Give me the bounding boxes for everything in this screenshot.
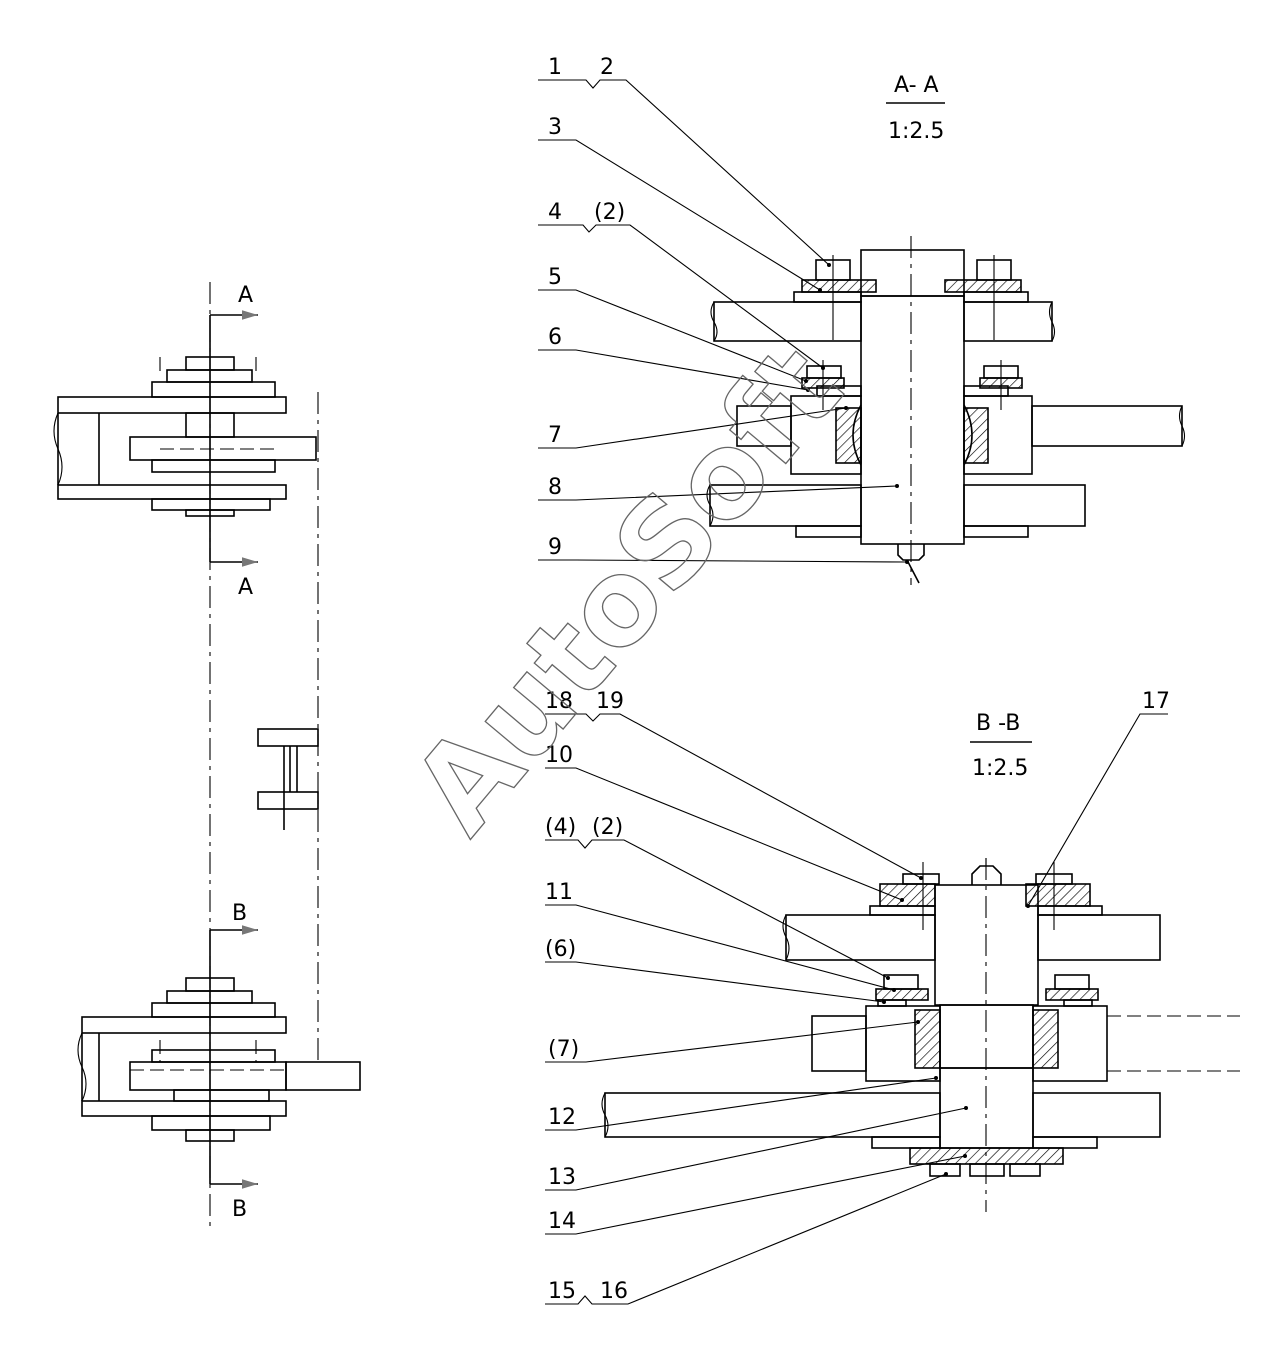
callout-1: 1 <box>548 55 562 80</box>
mark-a-bottom: A <box>238 575 253 600</box>
callout-7: 7 <box>548 423 562 448</box>
section-aa-leaders <box>538 79 909 564</box>
callout-9: 9 <box>548 535 562 560</box>
callout-4: 4 <box>548 200 562 225</box>
callout-6: 6 <box>548 325 562 350</box>
mark-b-bottom: B <box>232 1197 247 1222</box>
callout-2-ref: (2) <box>592 815 623 840</box>
callout-17: 17 <box>1142 689 1170 714</box>
section-aa: A- A 1:2.5 <box>538 55 1186 585</box>
callout-5: 5 <box>548 265 562 290</box>
section-bb-title: B -B <box>976 711 1020 736</box>
callout-19: 19 <box>596 689 624 714</box>
upper-joint <box>53 315 317 562</box>
callout-11: 11 <box>545 880 573 905</box>
callout-6-ref: (6) <box>545 937 576 962</box>
callout-8: 8 <box>548 475 562 500</box>
section-bb: B -B 1:2.5 <box>545 689 1240 1305</box>
callout-7-ref: (7) <box>548 1037 579 1062</box>
callout-14: 14 <box>548 1209 576 1234</box>
mark-b-top: B <box>232 901 247 926</box>
section-bb-leaders <box>545 713 1168 1305</box>
section-aa-scale: 1:2.5 <box>888 119 944 144</box>
callout-12: 12 <box>548 1105 576 1130</box>
left-view: A A <box>53 282 361 1230</box>
lower-joint <box>77 930 361 1184</box>
section-bb-scale: 1:2.5 <box>972 756 1028 781</box>
callout-3: 3 <box>548 115 562 140</box>
callout-15: 15 <box>548 1279 576 1304</box>
section-aa-title: A- A <box>894 73 939 98</box>
callout-2: 2 <box>600 55 614 80</box>
callout-18: 18 <box>545 689 573 714</box>
callout-4-ref-2: (2) <box>594 200 625 225</box>
middle-profile <box>257 728 319 830</box>
callout-4-ref: (4) <box>545 815 576 840</box>
callout-10: 10 <box>545 743 573 768</box>
callout-16: 16 <box>600 1279 628 1304</box>
watermark: AutoSoft <box>386 320 869 858</box>
mark-a-top: A <box>238 283 253 308</box>
callout-13: 13 <box>548 1165 576 1190</box>
